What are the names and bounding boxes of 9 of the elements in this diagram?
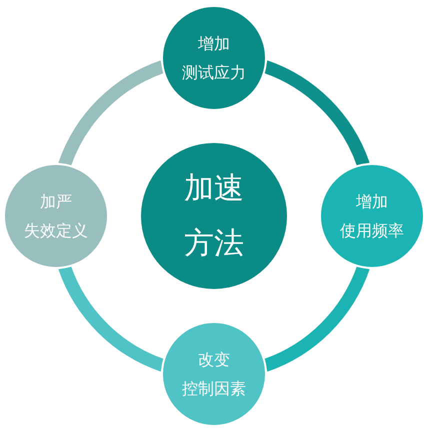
arc-connector [262,264,370,372]
step-label: 增加测试应力 [181,33,247,84]
center-label: 加速方法 [183,170,245,263]
step-label: 增加使用频率 [339,191,405,242]
step-label: 加严失效定义 [23,191,89,242]
arc-connector [58,264,166,372]
arc-connector [58,60,166,168]
arc-connector [262,60,370,168]
step-label: 改变控制因素 [181,349,247,400]
